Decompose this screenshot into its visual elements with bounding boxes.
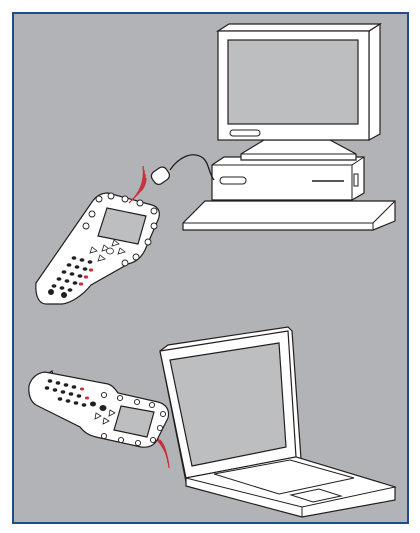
monitor-screen	[228, 40, 358, 124]
desktop-base-icon	[212, 157, 364, 200]
desktop-monitor-icon	[218, 24, 380, 140]
desktop-keyboard-icon	[183, 201, 395, 230]
